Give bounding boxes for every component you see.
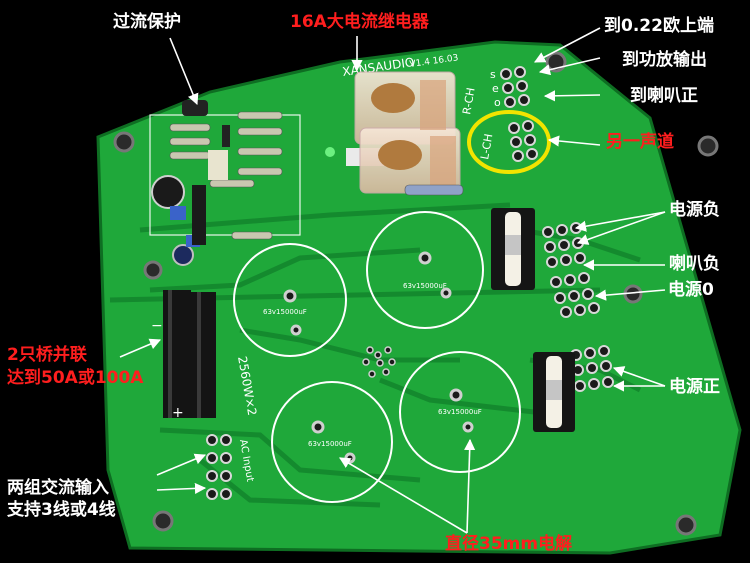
label-ac-line1: 两组交流输入 (7, 478, 109, 498)
label-bridge-line1: 2只桥并联 (7, 345, 87, 365)
svg-text:o: o (494, 96, 501, 109)
bridge-minus: − (151, 318, 163, 334)
label-power-neg: 电源负 (669, 200, 720, 220)
resistor-large (404, 184, 464, 196)
signal-labels: s e o (490, 68, 501, 109)
small-cap-2 (172, 244, 194, 266)
bridge-rectifiers (163, 290, 216, 418)
center-vias (362, 346, 396, 378)
relays (354, 71, 461, 194)
label-relay: 16A大电流继电器 (290, 12, 429, 32)
pcb-board: XANSAUDIO V1.4 16.03 (96, 40, 742, 555)
label-caps-35mm: 直径35mm电解 (445, 534, 573, 554)
label-over-current: 过流保护 (113, 12, 181, 32)
capacitor-silk: 63v15000uF 63v15000uF 63v15000uF 63v1500… (263, 282, 482, 448)
ac-input-terminals (206, 434, 232, 500)
label-ac-line2: 支持3线或4线 (7, 500, 116, 520)
label-power-pos: 电源正 (669, 377, 720, 397)
transistor (182, 100, 208, 116)
speaker-connectors (500, 66, 538, 162)
svg-text:63v15000uF: 63v15000uF (263, 308, 307, 316)
bridge-plus: + (172, 405, 184, 421)
label-to-amp-out: 到功放输出 (622, 50, 707, 70)
label-bridge-line2: 达到50A或100A (7, 368, 144, 388)
capacitor-terminals (283, 251, 474, 464)
label-to-022: 到0.22欧上端 (604, 16, 714, 36)
label-power-zero: 电源0 (668, 280, 714, 300)
svg-text:s: s (490, 68, 496, 81)
svg-text:63v15000uF: 63v15000uF (403, 282, 447, 290)
lch-silk: L-CH (478, 133, 495, 161)
svg-text:63v15000uF: 63v15000uF (438, 408, 482, 416)
svg-text:e: e (492, 82, 499, 95)
mounting-holes (113, 51, 719, 536)
label-speaker-neg: 喇叭负 (669, 254, 720, 274)
svg-text:63v15000uF: 63v15000uF (308, 440, 352, 448)
rch-silk: R-CH (460, 87, 478, 116)
label-other-channel: 另一声道 (606, 132, 674, 152)
label-to-speaker-pos: 到喇叭正 (630, 86, 698, 106)
power-connectors (542, 222, 614, 392)
led (325, 147, 335, 157)
annotation-arrows (119, 27, 666, 534)
filter-capacitors (233, 211, 521, 503)
fuses (491, 208, 575, 432)
small-cap-1 (151, 175, 185, 209)
